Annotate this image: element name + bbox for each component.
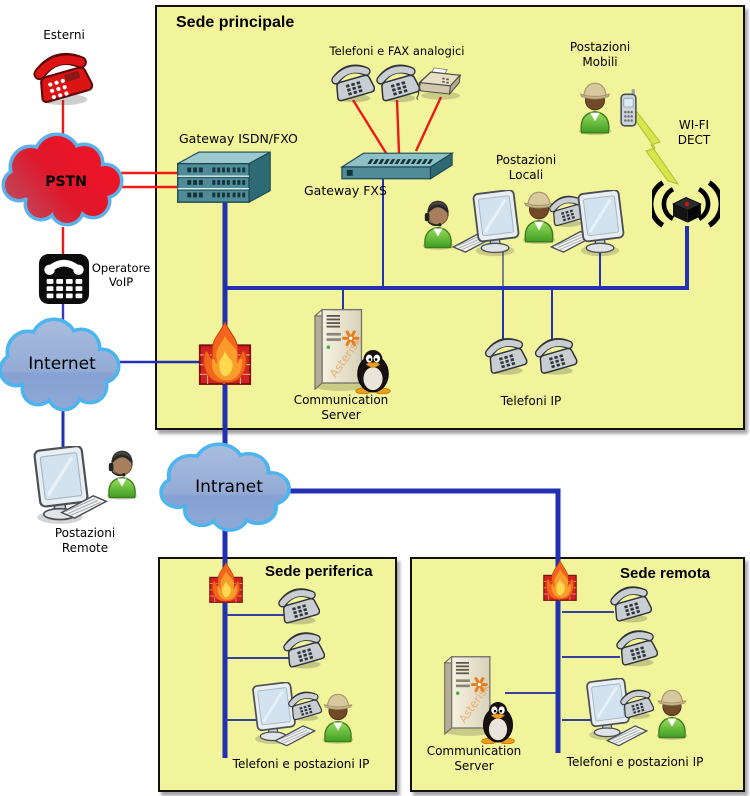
branch-keyboard-icon (272, 722, 318, 748)
branch-user-icon (318, 688, 358, 746)
external-phone-icon (32, 50, 94, 106)
pstn-label: PSTN (45, 174, 87, 190)
ip-phone-icon (484, 336, 528, 376)
wireless-link (632, 111, 680, 185)
local-monitor-icon (470, 190, 522, 258)
gateway-fxs-label: Gateway FXS (304, 183, 387, 198)
remote-site-user-icon (652, 684, 692, 742)
fax-icon (413, 60, 465, 102)
tux-icon (478, 700, 518, 744)
postazioni-remote-label: Postazioni Remote (54, 526, 116, 555)
ip-phone-icon (534, 336, 578, 376)
remote-site-title: Sede remota (620, 565, 711, 582)
ip-phone-icon (283, 630, 325, 670)
gateway-isdn-label: Gateway ISDN/FXO (179, 131, 298, 146)
voip-operator-label: Operatore VoIP (91, 261, 151, 290)
branch-site-title: Sede periferica (265, 563, 373, 580)
intranet-label: Intranet (195, 477, 263, 497)
firewall-icon (539, 558, 581, 604)
ip-phone-icon (278, 586, 320, 626)
voip-operator-icon (38, 253, 90, 305)
remote-site-keyboard-icon (604, 722, 650, 748)
internet-label: Internet (28, 354, 96, 374)
main-site-title: Sede principale (176, 14, 295, 31)
remote-server-label: Communication Server (426, 744, 522, 773)
gateway-fxs-icon (336, 146, 458, 184)
analog-phone-icon (331, 62, 375, 104)
remote-user-icon (102, 446, 142, 500)
firewall-icon (205, 560, 247, 606)
telefoni-ip-label: Telefoni IP (500, 394, 562, 408)
branch-devices-label: Telefoni e postazioni IP (232, 757, 370, 771)
remote-site-phone-icon (620, 688, 654, 720)
wifi-dect-label: WI-FI DECT (677, 118, 711, 147)
postazioni-locali-label: Postazioni Locali (495, 153, 557, 182)
mobile-user-icon (574, 78, 616, 136)
branch-site-box: Sede periferica (158, 557, 397, 792)
tux-icon (352, 348, 394, 394)
firewall-icon (196, 318, 254, 390)
postazioni-mobili-label: Postazioni Mobili (569, 40, 631, 69)
ip-phone-icon (616, 628, 658, 668)
branch-phone-icon (288, 690, 322, 722)
wifi-access-point-icon (652, 178, 720, 230)
ip-phone-icon (610, 584, 652, 624)
gateway-isdn-icon (170, 146, 276, 216)
esterni-label: Esterni (43, 28, 85, 42)
local-monitor-icon (575, 190, 627, 258)
cellphone-icon (618, 88, 639, 130)
communication-server-label: Communication Server (293, 393, 389, 422)
remote-devices-label: Telefoni e postazioni IP (566, 755, 704, 769)
analog-devices-label: Telefoni e FAX analogici (329, 44, 465, 58)
